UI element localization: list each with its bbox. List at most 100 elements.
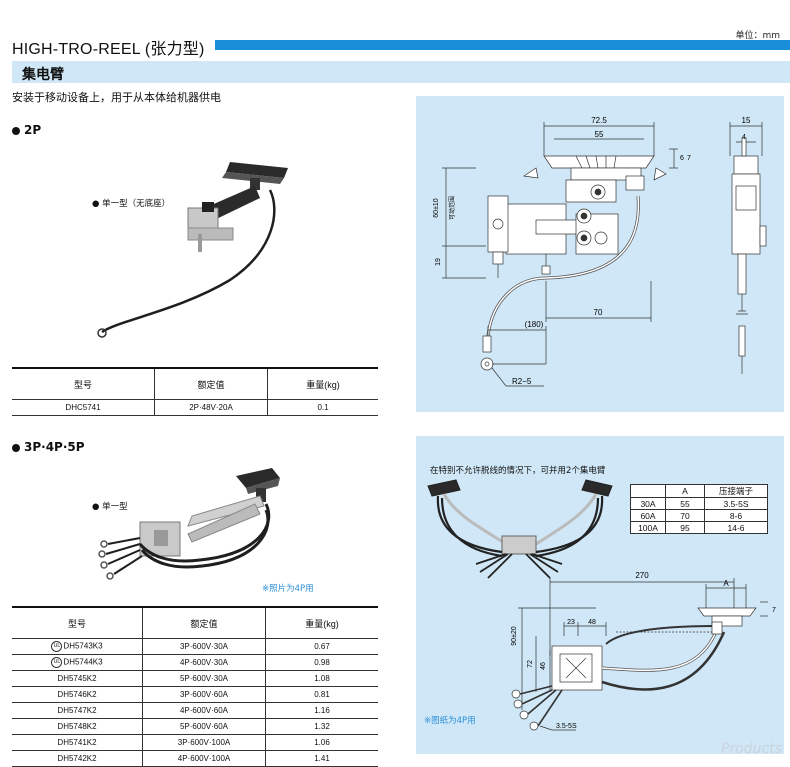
section-subtitle: 安装于移动设备上，用于从本体给机器供电 <box>12 91 221 104</box>
col-weight: 重量(kg) <box>265 607 378 639</box>
dim-a: A <box>723 579 729 588</box>
dim-60: 60±10 <box>433 198 440 218</box>
dim-4: 4 <box>742 134 746 141</box>
dim-23: 23 <box>567 619 575 626</box>
cell-rating: 3P·600V·60A <box>142 686 266 703</box>
cell-rating: 4P·600V·30A <box>142 654 266 671</box>
dim-7: 7 <box>687 155 691 162</box>
dim-7: 7 <box>772 607 776 614</box>
heading-345p: 3P·4P·5P <box>12 440 85 454</box>
col-rating: 额定值 <box>154 368 268 400</box>
drawing-panel-2p: 72.5 55 15 4 6 7 60±10 可动范围 19 70 (180) … <box>416 96 784 412</box>
col-model: 型号 <box>12 368 155 400</box>
ul-mark-icon: UL <box>51 657 63 668</box>
watermark: Products <box>720 741 782 757</box>
dim-60-note: 可动范围 <box>448 196 456 220</box>
cell-weight: 1.16 <box>265 702 378 719</box>
col-weight: 重量(kg) <box>267 368 378 400</box>
dim-70: 70 <box>594 308 603 317</box>
dim-72: 72 <box>527 660 534 668</box>
heading-2p-text: 2P <box>24 123 42 137</box>
cell-rating: 3P·600V·30A <box>142 638 266 655</box>
dim-90: 90±20 <box>511 626 518 646</box>
panel-note: 在特别不允许脱线的情况下，可并用2个集电臂 <box>430 466 606 476</box>
cell-weight: 0.81 <box>265 686 378 703</box>
collector-arm-2p-illustration <box>97 162 288 338</box>
cell-weight: 1.08 <box>265 670 378 687</box>
mini-cell: 100A <box>630 521 666 534</box>
collector-arm-4p-illustration <box>98 468 280 580</box>
dim-15: 15 <box>742 116 751 125</box>
cell-rating: 5P·600V·60A <box>142 718 266 735</box>
cell-weight: 1.32 <box>265 718 378 735</box>
ul-mark-icon: UL <box>51 641 63 652</box>
cell-model: DH5746K2 <box>12 686 143 703</box>
col-model: 型号 <box>12 607 143 639</box>
title-accent-bar <box>215 40 790 50</box>
table-345p-header: 型号 额定值 重量(kg) <box>12 607 378 639</box>
table-2p: 型号 额定值 重量(kg) DHC5741 2P·48V·20A 0.1 <box>12 367 378 416</box>
heading-345p-text: 3P·4P·5P <box>24 440 85 454</box>
dim-3-5-5s: 3.5-5S <box>556 723 577 730</box>
dimension-drawing-2p: 72.5 55 15 4 6 7 60±10 可动范围 19 70 (180) … <box>433 116 767 387</box>
mini-cell: 95 <box>665 521 705 534</box>
model-text: DH5741K2 <box>57 738 97 747</box>
mini-cell: 14-6 <box>704 521 768 534</box>
model-text: DH5743K3 <box>63 641 103 651</box>
cell-rating: 2P·48V·20A <box>154 399 268 416</box>
section-title: 集电臂 <box>22 67 64 83</box>
cell-rating: 5P·600V·30A <box>142 670 266 687</box>
dim-r2-5: R2−5 <box>512 377 532 386</box>
dim-6: 6 <box>680 155 684 162</box>
unit-label: 单位：mm <box>735 31 780 41</box>
cell-model: DH5745K2 <box>12 670 143 687</box>
cell-rating: 4P·600V·100A <box>142 750 266 767</box>
table-row: DHC5741 2P·48V·20A 0.1 <box>12 399 378 416</box>
cell-weight: 0.1 <box>267 399 378 416</box>
cell-model: DH5747K2 <box>12 702 143 719</box>
cell-weight: 0.98 <box>265 654 378 671</box>
model-text: DH5745K2 <box>57 674 97 683</box>
cell-rating: 4P·600V·60A <box>142 702 266 719</box>
heading-2p: 2P <box>12 123 41 137</box>
section-band <box>12 61 790 83</box>
dim-270: 270 <box>635 571 649 580</box>
bullet-icon <box>12 126 20 135</box>
model-text: DH5746K2 <box>57 690 97 699</box>
dim-180: (180) <box>525 320 544 329</box>
cell-rating: 3P·600V·100A <box>142 734 266 751</box>
dim-72-5: 72.5 <box>591 116 607 125</box>
dimension-drawing-345p: 270 A 7 23 48 90±20 72 46 3.5-5S <box>427 479 776 731</box>
model-text: DH5744K3 <box>63 657 103 667</box>
model-text: DH5747K2 <box>57 706 97 715</box>
bullet-icon <box>12 443 20 452</box>
cell-weight: 1.41 <box>265 750 378 767</box>
cell-model: DH5748K2 <box>12 718 143 735</box>
photo-2p <box>80 150 380 350</box>
cell-weight: 1.06 <box>265 734 378 751</box>
photo-note: ※照片为4P用 <box>262 584 314 594</box>
table-2p-header: 型号 额定值 重量(kg) <box>12 368 378 400</box>
model-text: DH5748K2 <box>57 722 97 731</box>
page-title: HIGH-TRO-REEL (张力型) <box>12 41 205 58</box>
model-text: DH5742K2 <box>57 754 97 763</box>
cell-model: DHC5741 <box>12 399 155 416</box>
drawing-note: ※图纸为4P用 <box>424 716 476 726</box>
dim-48: 48 <box>588 619 596 626</box>
